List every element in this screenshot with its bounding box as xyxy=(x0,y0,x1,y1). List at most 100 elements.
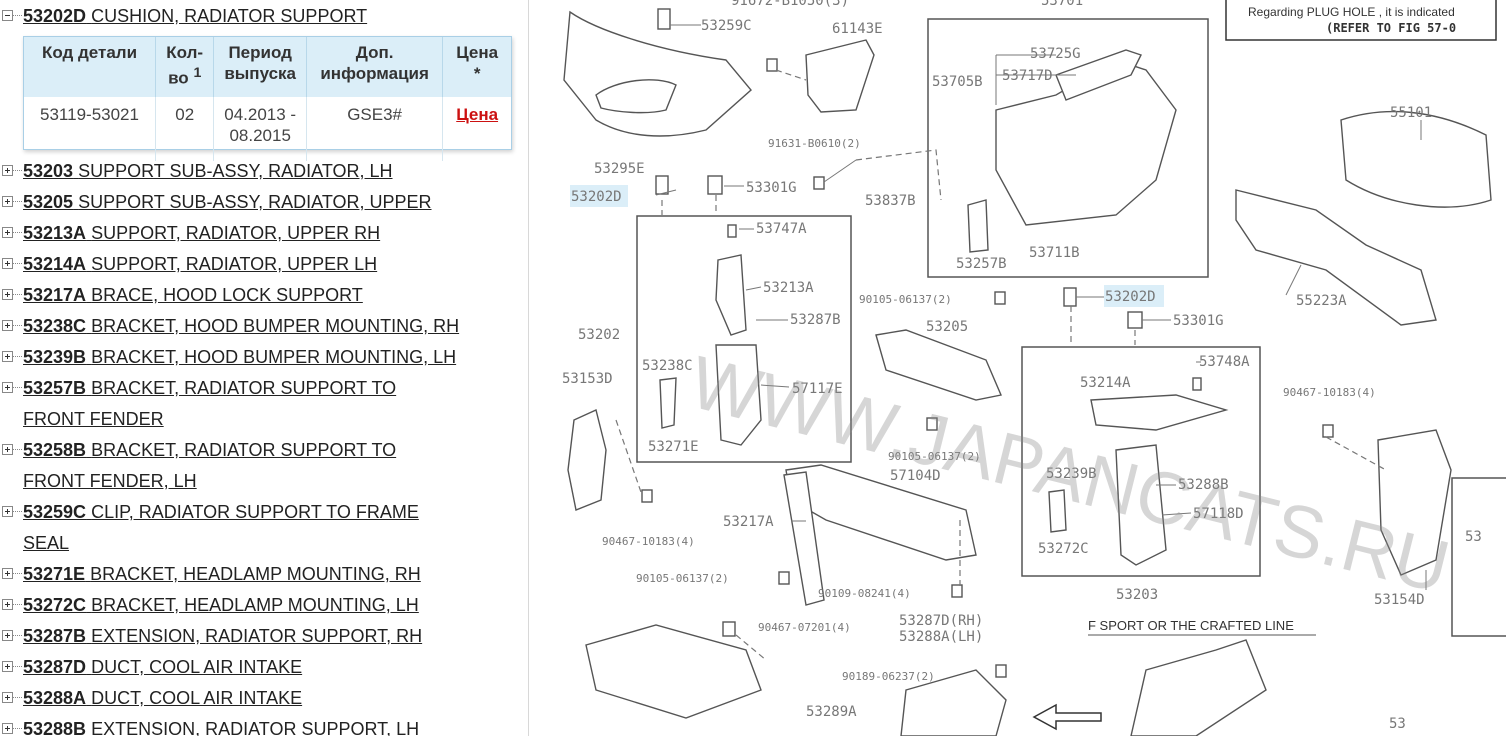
callout-label[interactable]: 53217A xyxy=(723,514,774,530)
tree-item[interactable]: 53272C BRACKET, HEADLAMP MOUNTING, LH xyxy=(0,590,528,621)
tree-item[interactable]: 53214A SUPPORT, RADIATOR, UPPER LH xyxy=(0,249,528,280)
callout-label[interactable]: 61143E xyxy=(832,21,883,37)
expand-icon[interactable] xyxy=(2,568,13,579)
part-link[interactable]: 53287D DUCT, COOL AIR INTAKE xyxy=(23,657,302,677)
expand-icon[interactable] xyxy=(2,692,13,703)
callout-label[interactable]: 53301G xyxy=(1173,313,1224,329)
callout-label[interactable]: 53203 xyxy=(1116,587,1158,603)
tree-item[interactable]: 53239B BRACKET, HOOD BUMPER MOUNTING, LH xyxy=(0,342,528,373)
part-link[interactable]: 53288B EXTENSION, RADIATOR SUPPORT, LH xyxy=(23,719,419,736)
callout-label[interactable]: 53725G xyxy=(1030,46,1081,62)
callout-label[interactable]: 90467-10183(4) xyxy=(602,535,695,548)
callout-label[interactable]: 53711B xyxy=(1029,245,1080,261)
tree-item[interactable]: 53213A SUPPORT, RADIATOR, UPPER RH xyxy=(0,218,528,249)
callout-label[interactable]: 90105-06137(2) xyxy=(859,293,952,306)
part-link[interactable]: 53217A BRACE, HOOD LOCK SUPPORT xyxy=(23,285,363,305)
callout-label[interactable]: 53 xyxy=(1389,716,1406,732)
expand-icon[interactable] xyxy=(2,661,13,672)
callout-label[interactable]: 53 xyxy=(1465,529,1482,545)
tree-item[interactable]: 53271E BRACKET, HEADLAMP MOUNTING, RH xyxy=(0,559,528,590)
expand-icon[interactable] xyxy=(2,227,13,238)
expand-icon[interactable] xyxy=(2,382,13,393)
callout-label[interactable]: 90467-10183(4) xyxy=(1283,386,1376,399)
callout-label[interactable]: 53205 xyxy=(926,319,968,335)
callout-label[interactable]: 53202 xyxy=(578,327,620,343)
callout-label-selected[interactable]: 53202D xyxy=(571,189,622,205)
expand-icon[interactable] xyxy=(2,289,13,300)
part-link[interactable]: 53288A DUCT, COOL AIR INTAKE xyxy=(23,688,302,708)
callout-label[interactable]: 57118D xyxy=(1193,506,1244,522)
tree-item[interactable]: 53217A BRACE, HOOD LOCK SUPPORT xyxy=(0,280,528,311)
callout-label[interactable]: 53717D xyxy=(1002,68,1053,84)
callout-label[interactable]: 57117E xyxy=(792,381,843,397)
part-link[interactable]: 53271E BRACKET, HEADLAMP MOUNTING, RH xyxy=(23,564,421,584)
part-link[interactable]: 53287B EXTENSION, RADIATOR SUPPORT, RH xyxy=(23,626,422,646)
callout-label-selected[interactable]: 53202D xyxy=(1105,289,1156,305)
callout-label[interactable]: 90109-08241(4) xyxy=(818,587,911,600)
tree-item[interactable]: 53238C BRACKET, HOOD BUMPER MOUNTING, RH xyxy=(0,311,528,342)
tree-item[interactable]: 53288B EXTENSION, RADIATOR SUPPORT, LH xyxy=(0,714,528,736)
callout-label[interactable]: 53213A xyxy=(763,280,814,296)
collapse-icon[interactable] xyxy=(2,10,13,21)
callout-label[interactable]: 53257B xyxy=(956,256,1007,272)
callout-label[interactable]: 53289A xyxy=(806,704,857,720)
tree-item[interactable]: 53205 SUPPORT SUB-ASSY, RADIATOR, UPPER xyxy=(0,187,528,218)
callout-label[interactable]: 53705B xyxy=(932,74,983,90)
callout-label[interactable]: 53214A xyxy=(1080,375,1131,391)
callout-label[interactable]: 90189-06237(2) xyxy=(842,670,935,683)
part-link[interactable]: 53213A SUPPORT, RADIATOR, UPPER RH xyxy=(23,223,380,243)
expand-icon[interactable] xyxy=(2,506,13,517)
expand-icon[interactable] xyxy=(2,258,13,269)
callout-label[interactable]: 53272C xyxy=(1038,541,1089,557)
tree-item[interactable]: 53287B EXTENSION, RADIATOR SUPPORT, RH xyxy=(0,621,528,652)
tree-item[interactable]: 53288A DUCT, COOL AIR INTAKE xyxy=(0,683,528,714)
callout-label[interactable]: 53748A xyxy=(1199,354,1250,370)
expand-icon[interactable] xyxy=(2,599,13,610)
callout-label[interactable]: 53837B xyxy=(865,193,916,209)
callout-label[interactable]: 90105-06137(2) xyxy=(636,572,729,585)
callout-label[interactable]: 91631-B0610(2) xyxy=(768,137,861,150)
part-link[interactable]: 53238C BRACKET, HOOD BUMPER MOUNTING, RH xyxy=(23,316,459,336)
callout-label[interactable]: 90467-07201(4) xyxy=(758,621,851,634)
callout-label[interactable]: 53271E xyxy=(648,439,699,455)
part-link[interactable]: 53272C BRACKET, HEADLAMP MOUNTING, LH xyxy=(23,595,419,615)
callout-label[interactable]: 53701 xyxy=(1041,0,1083,9)
callout-label[interactable]: 53288A(LH) xyxy=(899,629,983,645)
callout-label[interactable]: 53747A xyxy=(756,221,807,237)
expand-icon[interactable] xyxy=(2,444,13,455)
expand-icon[interactable] xyxy=(2,196,13,207)
part-link[interactable]: 53202D CUSHION, RADIATOR SUPPORT xyxy=(23,6,367,26)
expand-icon[interactable] xyxy=(2,165,13,176)
callout-label[interactable]: 53287B xyxy=(790,312,841,328)
price-link[interactable]: Цена xyxy=(456,105,499,124)
tree-item[interactable]: 53203 SUPPORT SUB-ASSY, RADIATOR, LH xyxy=(0,156,528,187)
tree-item-expanded[interactable]: 53202D CUSHION, RADIATOR SUPPORT xyxy=(0,1,528,32)
callout-label[interactable]: 53259C xyxy=(701,18,752,34)
callout-label[interactable]: 53154D xyxy=(1374,592,1425,608)
expand-icon[interactable] xyxy=(2,723,13,734)
callout-label[interactable]: 91672-B1050(3) xyxy=(731,0,849,9)
callout-label[interactable]: 55223A xyxy=(1296,293,1347,309)
callout-label[interactable]: 53295E xyxy=(594,161,645,177)
part-link[interactable]: 53239B BRACKET, HOOD BUMPER MOUNTING, LH xyxy=(23,347,456,367)
part-link[interactable]: 53205 SUPPORT SUB-ASSY, RADIATOR, UPPER xyxy=(23,192,432,212)
expand-icon[interactable] xyxy=(2,351,13,362)
callout-label[interactable]: 57104D xyxy=(890,468,941,484)
callout-label[interactable]: 90105-06137(2) xyxy=(888,450,981,463)
expand-icon[interactable] xyxy=(2,320,13,331)
callout-label[interactable]: 53239B xyxy=(1046,466,1097,482)
callout-label[interactable]: 55101 xyxy=(1390,105,1432,121)
part-link[interactable]: 53203 SUPPORT SUB-ASSY, RADIATOR, LH xyxy=(23,161,393,181)
callout-label[interactable]: 53238C xyxy=(642,358,693,374)
tree-item[interactable]: 53287D DUCT, COOL AIR INTAKE xyxy=(0,652,528,683)
callout-label[interactable]: 53153D xyxy=(562,371,613,387)
part-link[interactable]: 53214A SUPPORT, RADIATOR, UPPER LH xyxy=(23,254,377,274)
expand-icon[interactable] xyxy=(2,630,13,641)
callout-label[interactable]: 53288B xyxy=(1178,477,1229,493)
